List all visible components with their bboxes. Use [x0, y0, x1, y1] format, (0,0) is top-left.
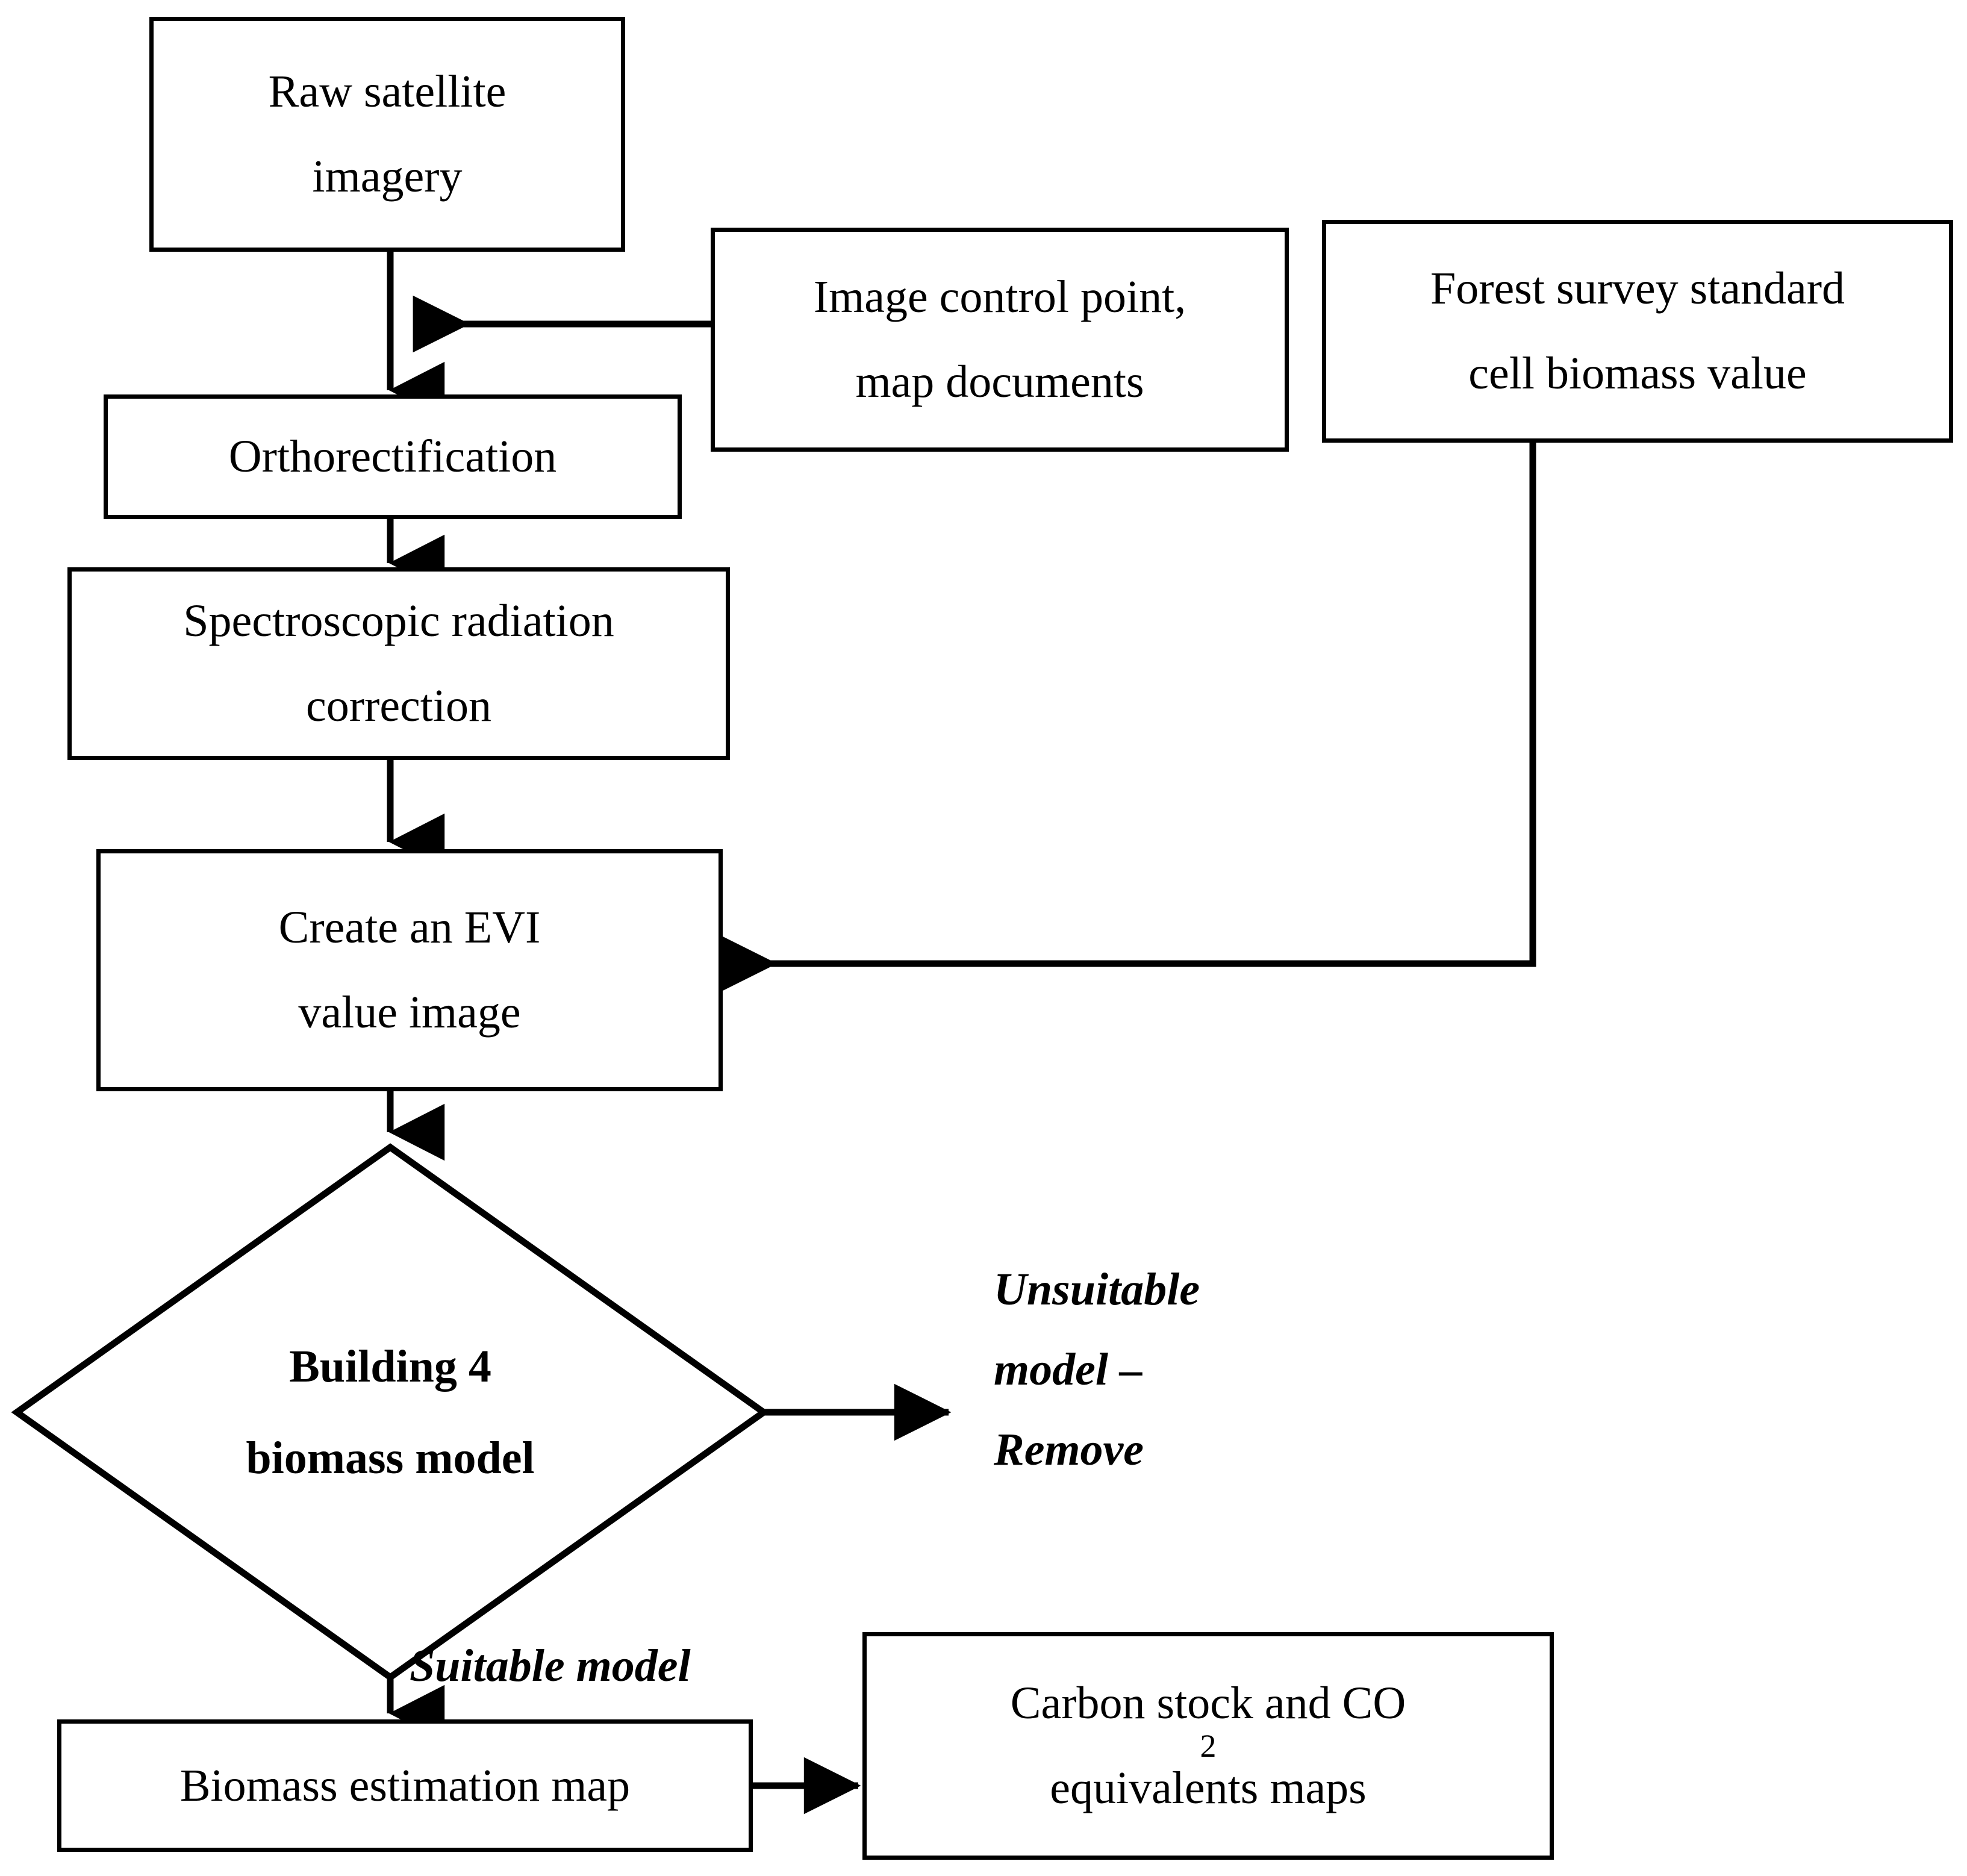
edge-label-suitable-line1: Suitable model	[410, 1641, 691, 1691]
edge-label-suitable-model: Suitable model	[410, 1626, 783, 1706]
node-create-evi-value-image[interactable]: Create an EVI value image	[96, 849, 723, 1091]
node-create-evi-line2: value image	[298, 987, 521, 1038]
edge-label-unsuitable-line1: Unsuitable	[994, 1264, 1200, 1315]
node-biomass-estimation-map[interactable]: Biomass estimation map	[57, 1719, 753, 1852]
node-biomass-estimation-map-label: Biomass estimation map	[179, 1760, 631, 1811]
node-raw-satellite-imagery[interactable]: Raw satellite imagery	[149, 17, 625, 252]
node-orthorectification[interactable]: Orthorectification	[104, 394, 682, 519]
node-spectroscopic-line2: correction	[305, 681, 492, 731]
node-image-control-point-line2: map documents	[855, 357, 1144, 407]
edge-label-unsuitable-line3: Remove	[994, 1424, 1144, 1475]
node-image-control-point-line1: Image control point,	[813, 272, 1186, 323]
node-spectroscopic-radiation-correction[interactable]: Spectroscopic radiation correction	[67, 567, 730, 760]
node-spectroscopic-line1: Spectroscopic radiation	[183, 596, 614, 647]
node-create-evi-line1: Create an EVI	[278, 902, 541, 953]
node-decision-line1: Building 4	[289, 1341, 491, 1392]
node-carbon-map-line1-text: Carbon stock and CO	[1010, 1678, 1406, 1729]
edge-label-unsuitable-line2: model –	[994, 1344, 1142, 1395]
node-forest-survey-standard-line1: Forest survey standard	[1430, 263, 1845, 314]
node-forest-survey-standard-line2: cell biomass value	[1468, 348, 1807, 399]
edge-label-unsuitable-model-remove: Unsuitable model – Remove	[994, 1250, 1367, 1490]
node-raw-satellite-imagery-line2: imagery	[312, 151, 463, 202]
node-carbon-map-line2: equivalents maps	[1050, 1763, 1367, 1813]
node-orthorectification-label: Orthorectification	[228, 431, 557, 482]
node-decision-line2: biomass model	[246, 1433, 535, 1483]
node-forest-survey-standard[interactable]: Forest survey standard cell biomass valu…	[1322, 220, 1953, 443]
edge-forestsurvey-to-evi	[720, 443, 1536, 993]
node-image-control-point[interactable]: Image control point, map documents	[711, 228, 1289, 452]
node-raw-satellite-imagery-line1: Raw satellite	[268, 66, 507, 117]
node-decision-building-biomass-model[interactable]: Building 4 biomass model	[149, 1310, 631, 1515]
